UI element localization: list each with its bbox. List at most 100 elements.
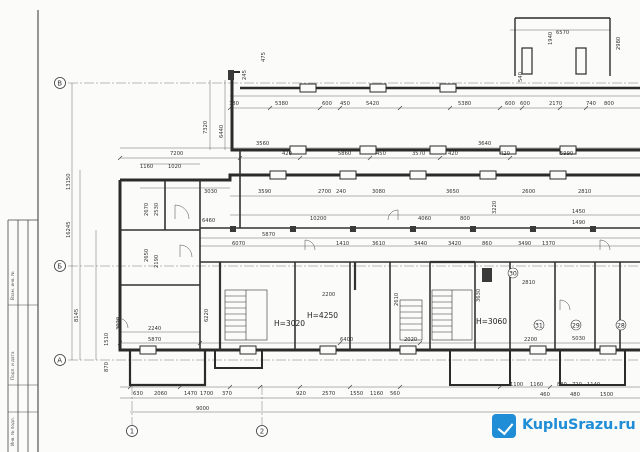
dim-bot-11: 920 [296, 391, 306, 397]
dim-top-2: 1940 [548, 32, 554, 45]
doors [117, 204, 611, 329]
dim-mid-19: 2810 [578, 189, 591, 195]
dims-left: 13150 16245 6440 7320 8145 6220 2670 253… [66, 121, 225, 372]
dim-mid-26: 5870 [262, 232, 275, 238]
dim-bot-12: 2570 [322, 391, 335, 397]
dim-mid-4: 450 [376, 151, 386, 157]
dim-mid-31: 3420 [448, 241, 461, 247]
dim-mid-6: 420 [448, 151, 458, 157]
dim-bot-22: 460 [540, 392, 550, 398]
axis-marker-col-2: 2 [256, 425, 268, 437]
dim-mid-27: 6070 [232, 241, 245, 247]
interior-walls [120, 150, 640, 350]
dim-left-1: 16245 [66, 221, 72, 238]
dim-bot-23: 480 [570, 392, 580, 398]
dim-left-5: 6220 [204, 309, 210, 322]
dimension-lines [71, 29, 640, 413]
room-number-31: 31 [535, 323, 543, 330]
dim-bot-19: 720 [572, 382, 582, 388]
dim-bot-21: 9000 [196, 406, 209, 412]
dim-mid-9: 5990 [560, 151, 573, 157]
dim-left-11: 870 [104, 362, 110, 372]
dims-mid: 7200 3560 420 5860 450 3570 420 3640 420… [140, 141, 591, 342]
axis-markers: В Б А 1 2 [54, 77, 268, 437]
dim-mid-39: 5030 [572, 336, 585, 342]
dim-bot-1: 5870 [148, 337, 161, 343]
dim-top-3: 540 [518, 72, 524, 82]
drawing-frame [7, 10, 39, 452]
dim-bot-16: 1100 [510, 382, 523, 388]
dim-bot-4: 2200 [524, 337, 537, 343]
dim-bot-15: 560 [390, 391, 400, 397]
dim-left-10: 1510 [104, 333, 110, 346]
dim-bot-10: 370 [222, 391, 232, 397]
dim-top-13: 600 [520, 101, 530, 107]
dim-left-2: 6440 [219, 125, 225, 138]
dim-mid-15: 240 [336, 189, 346, 195]
dim-mid-32: 860 [482, 241, 492, 247]
stair-2 [431, 289, 473, 341]
stair-3 [399, 299, 423, 341]
room-number-29: 29 [572, 323, 580, 330]
dim-bot-3: 2020 [404, 337, 417, 343]
height-label-3: H=3060 [476, 317, 507, 326]
dim-mid-30: 3440 [414, 241, 427, 247]
dim-mid-22: 800 [460, 216, 470, 222]
dim-bot-24: 1500 [600, 392, 613, 398]
dim-mid-36: 2200 [322, 292, 335, 298]
axis-label-col-2: 2 [260, 428, 264, 436]
axis-marker-row-v: В [54, 77, 66, 89]
dim-top-15: 740 [586, 101, 596, 107]
dim-mid-18: 2600 [522, 189, 535, 195]
dim-mid-40: 2810 [522, 280, 535, 286]
axis-label-col-1: 1 [130, 428, 134, 436]
dim-bot-6: 630 [133, 391, 143, 397]
dim-top-0: 6570 [556, 30, 569, 36]
watermark-logo[interactable]: KupluSrazu.ru [492, 410, 636, 442]
axis-marker-row-a: А [54, 354, 66, 366]
dim-top-5: 475 [261, 52, 267, 62]
dim-mid-37: 2610 [394, 293, 400, 306]
dim-left-6: 2670 [144, 203, 150, 216]
dim-bot-7: 2060 [154, 391, 167, 397]
dim-top-16: 800 [604, 101, 614, 107]
dim-left-3: 7320 [203, 121, 209, 134]
dim-top-14: 2170 [549, 101, 562, 107]
dim-bot-20: 1140 [587, 382, 600, 388]
dim-mid-34: 1370 [542, 241, 555, 247]
dim-top-9: 450 [340, 101, 350, 107]
stamp-label-2: Подп. и дата [10, 351, 15, 380]
dim-left-7: 2530 [154, 203, 160, 216]
dim-mid-5: 3570 [412, 151, 425, 157]
stair-1 [224, 289, 268, 341]
dim-mid-8: 420 [500, 151, 510, 157]
dim-mid-24: 1450 [572, 209, 585, 215]
dim-left-4: 8145 [74, 309, 80, 322]
axis-label-row-v: В [57, 80, 62, 88]
dim-mid-35: 6460 [202, 218, 215, 224]
height-label-2: H=4250 [307, 311, 338, 320]
stamp-label-1: Взам. инв. № [10, 271, 15, 300]
room-number-30: 30 [509, 271, 517, 278]
dim-left-9: 2650 [144, 249, 150, 262]
dim-mid-29: 3610 [372, 241, 385, 247]
dim-top-11: 5380 [458, 101, 471, 107]
dim-mid-38: 3630 [476, 289, 482, 302]
dim-top-6: 180 [229, 101, 239, 107]
dim-mid-14: 2700 [318, 189, 331, 195]
dim-mid-3: 5860 [338, 151, 351, 157]
columns [228, 70, 596, 282]
dim-mid-33: 3490 [518, 241, 531, 247]
dim-mid-2: 420 [282, 151, 292, 157]
dim-top-7: 5380 [275, 101, 288, 107]
dim-bot-8: 1470 [184, 391, 197, 397]
watermark-text: KupluSrazu.ru [522, 417, 636, 433]
dim-mid-1: 3560 [256, 141, 269, 147]
dim-top-10: 5420 [366, 101, 379, 107]
dim-left-0: 13150 [66, 173, 72, 190]
dim-mid-23: 3220 [492, 201, 498, 214]
axis-label-row-a: А [57, 357, 62, 365]
